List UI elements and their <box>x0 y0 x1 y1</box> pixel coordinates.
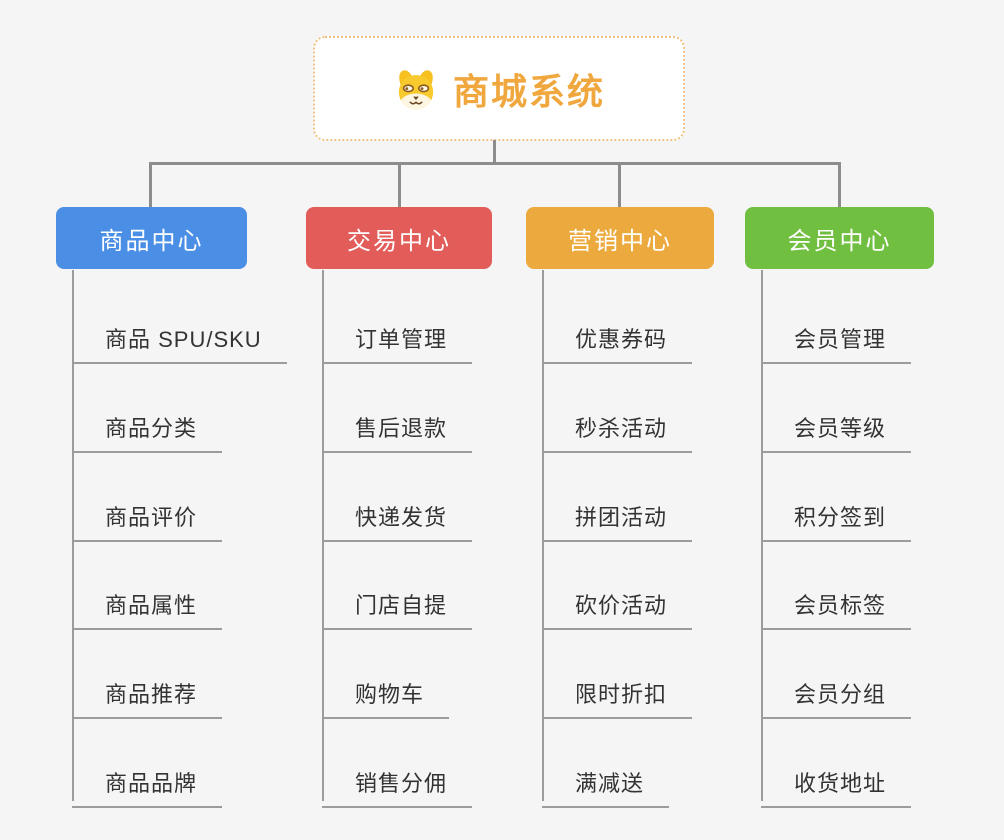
branch-column-member: 会员管理 会员等级 积分签到 会员标签 会员分组 收货地址 <box>761 270 1004 808</box>
branch-topic-marketing[interactable]: 营销中心 <box>526 207 714 269</box>
branch-topic-goods[interactable]: 商品中心 <box>56 207 247 269</box>
branch-topic-trade[interactable]: 交易中心 <box>306 207 492 269</box>
leaf-topic[interactable]: 门店自提 <box>322 572 473 630</box>
leaf-topic[interactable]: 商品 SPU/SKU <box>72 306 287 364</box>
leaf-topic[interactable]: 商品分类 <box>72 395 223 453</box>
leaf-topic[interactable]: 收货地址 <box>761 750 912 808</box>
leaf-topic[interactable]: 积分签到 <box>761 484 912 542</box>
branch-column-goods: 商品 SPU/SKU 商品分类 商品评价 商品属性 商品推荐 商品品牌 <box>72 270 322 808</box>
leaf-topic[interactable]: 拼团活动 <box>542 484 693 542</box>
connector-drop-trade <box>398 162 401 208</box>
leaf-topic[interactable]: 订单管理 <box>322 306 473 364</box>
connector-drop-goods <box>149 162 152 208</box>
leaf-topic[interactable]: 商品评价 <box>72 484 223 542</box>
leaf-topic[interactable]: 砍价活动 <box>542 572 693 630</box>
connector-drop-marketing <box>618 162 621 208</box>
root-topic-label: 商城系统 <box>452 70 605 112</box>
leaf-topic[interactable]: 购物车 <box>322 661 450 719</box>
column-trunk <box>322 270 324 801</box>
column-trunk <box>72 270 74 801</box>
leaf-topic[interactable]: 售后退款 <box>322 395 473 453</box>
leaf-topic[interactable]: 秒杀活动 <box>542 395 693 453</box>
connector-branch-rail <box>149 162 841 165</box>
leaf-topic[interactable]: 销售分佣 <box>322 750 473 808</box>
leaf-topic[interactable]: 会员标签 <box>761 572 912 630</box>
branch-column-trade: 订单管理 售后退款 快递发货 门店自提 购物车 销售分佣 <box>322 270 572 808</box>
leaf-topic[interactable]: 商品属性 <box>72 572 223 630</box>
leaf-topic[interactable]: 满减送 <box>542 750 670 808</box>
dog-face-icon <box>393 68 439 110</box>
leaf-topic[interactable]: 商品推荐 <box>72 661 223 719</box>
leaf-topic[interactable]: 会员等级 <box>761 395 912 453</box>
leaf-topic[interactable]: 优惠券码 <box>542 306 693 364</box>
column-trunk <box>761 270 763 801</box>
leaf-topic[interactable]: 会员分组 <box>761 661 912 719</box>
branch-topic-member[interactable]: 会员中心 <box>745 207 934 269</box>
connector-drop-member <box>838 162 841 208</box>
column-trunk <box>542 270 544 801</box>
leaf-topic[interactable]: 会员管理 <box>761 306 912 364</box>
branch-column-marketing: 优惠券码 秒杀活动 拼团活动 砍价活动 限时折扣 满减送 <box>542 270 792 808</box>
leaf-topic[interactable]: 快递发货 <box>322 484 473 542</box>
leaf-topic[interactable]: 商品品牌 <box>72 750 223 808</box>
root-topic[interactable]: 商城系统 <box>313 36 685 141</box>
leaf-topic[interactable]: 限时折扣 <box>542 661 693 719</box>
connector-root-trunk <box>493 140 496 164</box>
